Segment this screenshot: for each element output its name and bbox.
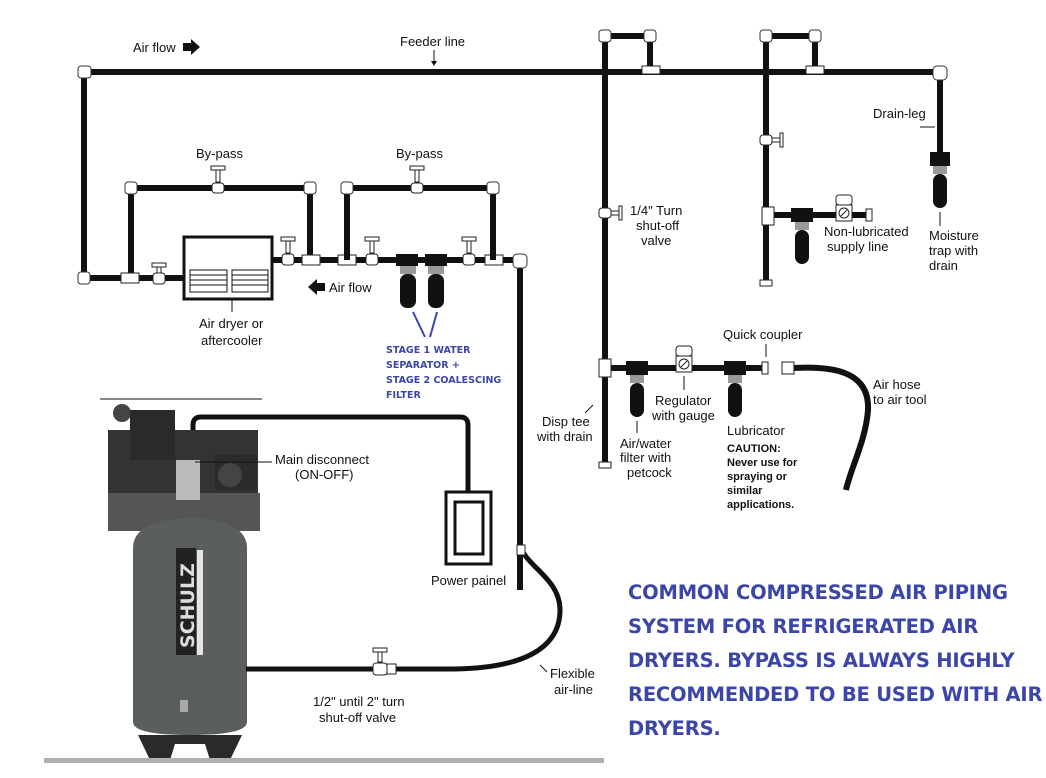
diagram-title: COMMON COMPRESSED AIR PIPING SYSTEM FOR … bbox=[628, 581, 1043, 740]
regulator-label-line1: Regulator bbox=[655, 393, 712, 408]
quick-coupler-label: Quick coupler bbox=[723, 327, 803, 342]
caution-line3: spraying or bbox=[727, 471, 788, 483]
non-lubricated-label-line1: Non-lubricated bbox=[824, 224, 909, 239]
caution-line5: applications. bbox=[727, 499, 794, 511]
air-water-filter-label-line1: Air/water bbox=[620, 436, 672, 451]
air-hose-label-line2: to air tool bbox=[873, 392, 927, 407]
caution-line4: similar bbox=[727, 485, 763, 497]
feeder-line bbox=[77, 65, 948, 278]
filters-label-line1: STAGE 1 WATER bbox=[386, 345, 471, 356]
disp-tee-label-line1: Disp tee bbox=[542, 414, 590, 429]
air-compressor: SCHULZ bbox=[108, 404, 260, 760]
air-flow-right-arrow-icon bbox=[183, 39, 200, 55]
bypass-1-label: By-pass bbox=[196, 146, 243, 161]
air-flow-mid-label: Air flow bbox=[329, 280, 372, 295]
main-disconnect-label-line2: (ON-OFF) bbox=[295, 467, 353, 482]
power-panel bbox=[444, 490, 493, 566]
power-panel-label: Power painel bbox=[431, 573, 506, 588]
compressor-brand: SCHULZ bbox=[177, 563, 199, 648]
stage-2-coalescing-filter bbox=[425, 254, 447, 308]
flexible-airline bbox=[246, 544, 563, 672]
air-flow-top-label: Air flow bbox=[133, 40, 176, 55]
caution-line2: Never use for bbox=[727, 457, 798, 469]
air-hose-label-line1: Air hose bbox=[873, 377, 921, 392]
air-dryer-label-line2: aftercooler bbox=[201, 333, 263, 348]
quarter-turn-label-line2: shut-off bbox=[636, 218, 680, 233]
quarter-turn-label-line1: 1/4" Turn bbox=[630, 203, 682, 218]
disp-tee-label-line2: with drain bbox=[536, 429, 593, 444]
filters-label-line2: SEPARATOR + bbox=[386, 360, 460, 371]
moisture-trap-label-line2: trap with bbox=[929, 243, 978, 258]
flexible-airline-label-line2: air-line bbox=[554, 682, 593, 697]
caution-line1: CAUTION: bbox=[727, 443, 781, 455]
main-shutoff-valve[interactable] bbox=[372, 647, 397, 676]
air-flow-left-arrow-icon bbox=[308, 279, 325, 295]
air-dryer bbox=[182, 235, 274, 301]
dryer-inlet-valve[interactable] bbox=[151, 262, 167, 285]
stage-1-water-separator bbox=[396, 254, 418, 308]
power-cable bbox=[190, 414, 471, 492]
filters-label-line3: STAGE 2 COALESCING bbox=[386, 375, 501, 386]
air-water-filter-label-line2: filter with bbox=[620, 450, 671, 465]
regulator-label-line2: with gauge bbox=[651, 408, 715, 423]
bypass-valve-1[interactable] bbox=[210, 165, 226, 194]
bypass-loop-2 bbox=[340, 181, 500, 260]
air-dryer-label-line1: Air dryer or bbox=[199, 316, 264, 331]
quarter-turn-valve[interactable] bbox=[598, 205, 623, 221]
moisture-trap bbox=[930, 152, 950, 208]
floor-line bbox=[44, 758, 604, 763]
lubricator-label: Lubricator bbox=[727, 423, 785, 438]
air-hose bbox=[793, 364, 872, 491]
moisture-trap-label-line3: drain bbox=[929, 258, 958, 273]
bypass-valve-2[interactable] bbox=[409, 165, 425, 194]
drain-leg-label: Drain-leg bbox=[873, 106, 926, 121]
flexible-airline-label-line1: Flexible bbox=[550, 666, 595, 681]
feeder-line-pointer bbox=[431, 50, 437, 66]
air-water-filter-label-line3: petcock bbox=[627, 465, 672, 480]
main-disconnect-label-line1: Main disconnect bbox=[275, 452, 369, 467]
dryer-outlet-valve[interactable] bbox=[280, 236, 296, 266]
drop-valve-2[interactable] bbox=[759, 132, 784, 148]
main-shutoff-label-line2: shut-off valve bbox=[319, 710, 396, 725]
filter-outlet-valve[interactable] bbox=[461, 236, 477, 266]
bypass-2-label: By-pass bbox=[396, 146, 443, 161]
main-shutoff-label-line1: 1/2" until 2" turn bbox=[313, 694, 405, 709]
filters-label-line4: FILTER bbox=[386, 390, 421, 401]
non-lubricated-label-line2: supply line bbox=[827, 239, 888, 254]
quarter-turn-label-line3: valve bbox=[641, 233, 671, 248]
riser-loop-1 bbox=[598, 29, 661, 469]
filter-inlet-valve[interactable] bbox=[364, 236, 380, 266]
riser-loop-2 bbox=[759, 29, 825, 287]
moisture-trap-label-line1: Moisture bbox=[929, 228, 979, 243]
bypass-loop-1 bbox=[77, 181, 317, 285]
frl-line bbox=[598, 345, 795, 417]
feeder-line-label: Feeder line bbox=[400, 34, 465, 49]
non-lubricated-line bbox=[761, 194, 873, 264]
